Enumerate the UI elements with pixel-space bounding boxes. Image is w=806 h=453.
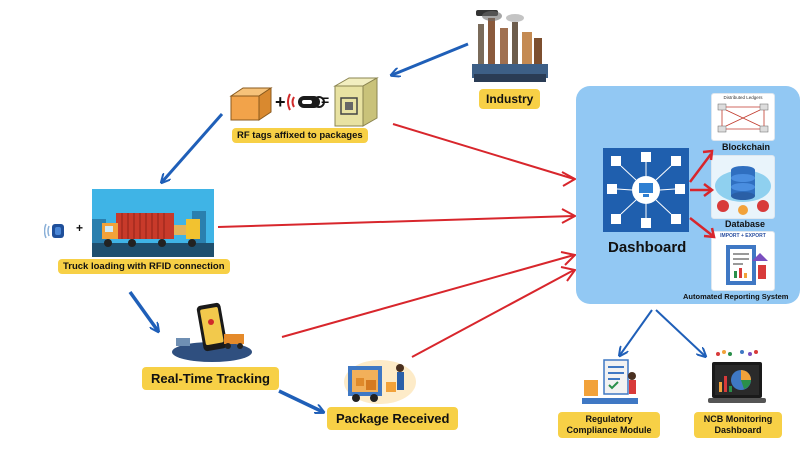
arrow-tracking-to-received	[278, 389, 323, 412]
database-card	[711, 155, 775, 219]
industry-illustration	[470, 8, 550, 88]
dashboard-graphic	[603, 148, 689, 232]
ncb-label: NCB Monitoring Dashboard	[694, 412, 782, 438]
dashboard-title: Dashboard	[608, 239, 687, 256]
arrow-industry-to-rf	[392, 42, 469, 75]
ledger-network-icon	[717, 103, 769, 133]
arrow-dashboard-to-ncb	[655, 309, 705, 356]
compliance-illustration	[578, 356, 642, 408]
plus-symbol-truck: +	[76, 221, 84, 235]
arrow-rf-to-truck	[162, 113, 224, 182]
rf-tags-label: RF tags affixed to packages	[232, 128, 368, 143]
reporting-label: Automated Reporting System	[683, 292, 789, 301]
reporting-card: IMPORT + EXPORT	[711, 231, 775, 291]
equals-symbol: =	[321, 92, 330, 108]
tracking-label: Real-Time Tracking	[142, 367, 279, 390]
package-received-label: Package Received	[327, 407, 459, 430]
arrow-received-to-dashboard	[411, 269, 575, 358]
rfid-reader-icon	[43, 220, 72, 242]
compliance-label: Regulatory Compliance Module	[558, 412, 660, 438]
industry-label: Industry	[479, 89, 541, 109]
truck-label: Truck loading with RFID connection	[58, 259, 230, 274]
database-label: Database	[725, 219, 766, 229]
arrow-truck-to-tracking	[128, 290, 158, 331]
arrowhead-truck	[561, 208, 578, 224]
tagged-package-icon	[333, 76, 379, 128]
arrow-rf-to-dashboard	[392, 123, 575, 180]
blockchain-label: Blockchain	[722, 142, 771, 152]
arrowhead-received	[560, 266, 577, 282]
arrowhead-rf	[561, 171, 578, 187]
package-received-illustration	[342, 358, 416, 406]
blockchain-card: Distributed Ledgers	[711, 93, 775, 141]
database-icon	[715, 166, 771, 215]
blockchain-card-title: Distributed Ledgers	[723, 95, 763, 100]
arrow-truck-to-dashboard	[217, 215, 575, 228]
arrow-tracking-to-dashboard	[281, 254, 575, 338]
ncb-illustration	[708, 348, 766, 408]
arrowhead-tracking	[560, 251, 578, 266]
rfid-tag-icon	[286, 90, 326, 114]
package-box-icon	[229, 86, 273, 122]
truck-loading-illustration	[92, 189, 214, 257]
arrow-dashboard-to-compliance	[620, 309, 653, 355]
reporting-card-title: IMPORT + EXPORT	[720, 233, 766, 239]
tracking-illustration	[168, 300, 254, 364]
reporting-icon	[726, 245, 768, 285]
plus-symbol-rf: +	[275, 92, 286, 112]
